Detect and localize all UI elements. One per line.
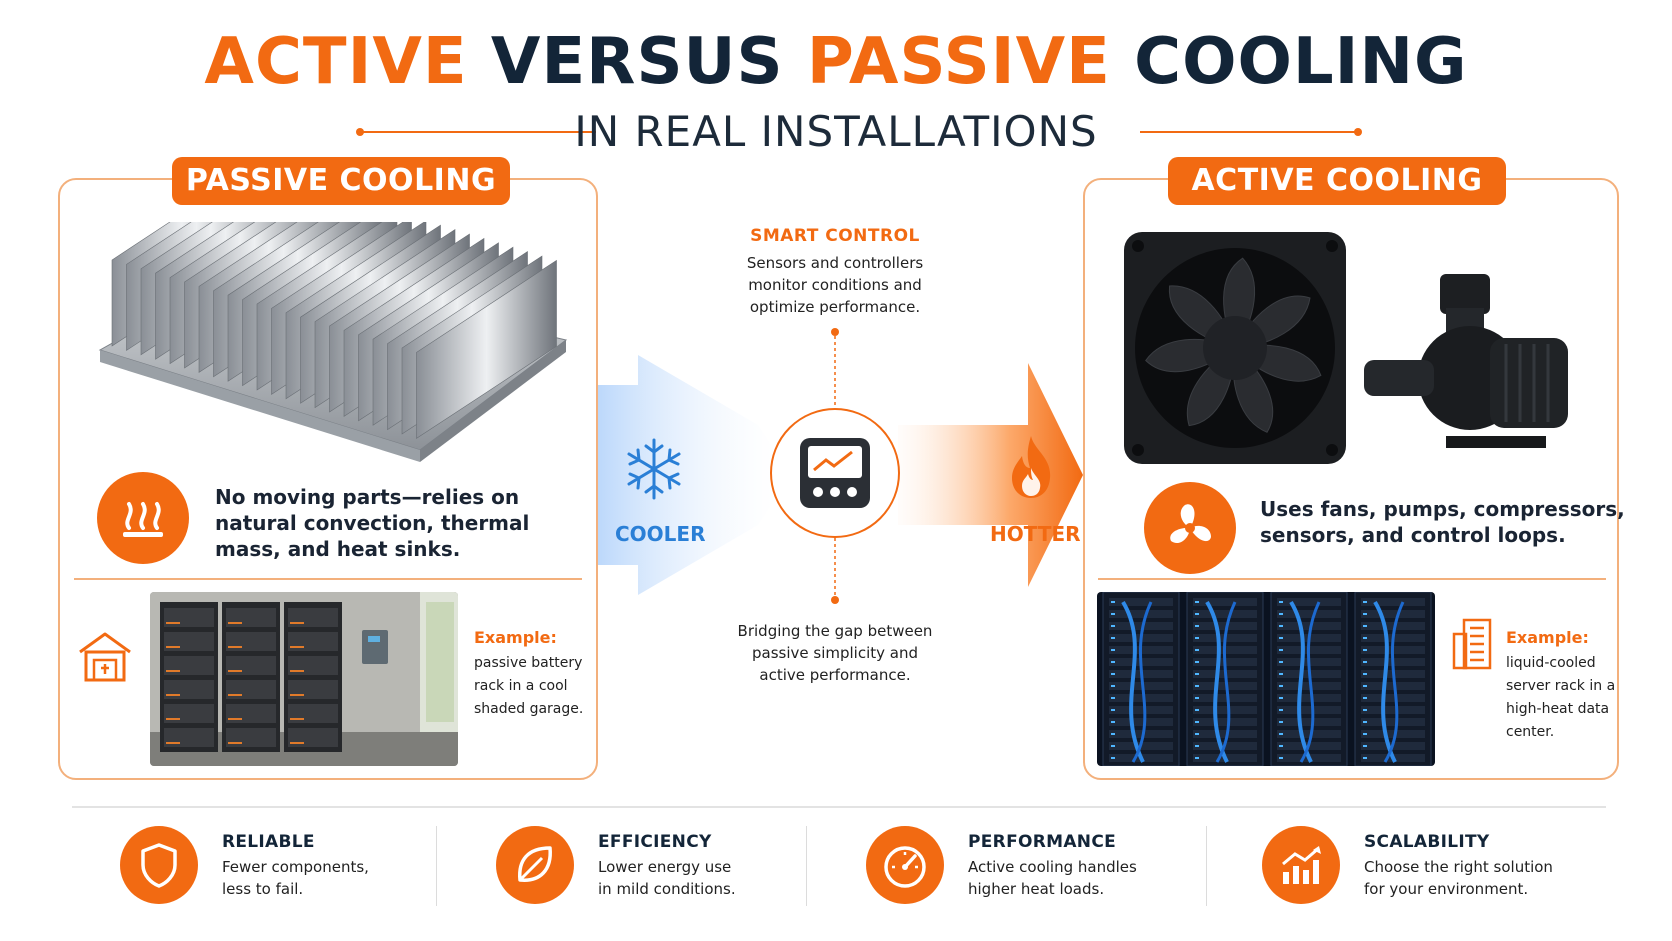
scalability-text: Choose the right solution for your envir…	[1364, 858, 1553, 898]
bridge-block: Bridging the gap between passive simplic…	[710, 620, 960, 686]
title-word-active: ACTIVE	[204, 25, 468, 99]
leaf-icon	[496, 826, 574, 904]
shield-icon	[120, 826, 198, 904]
controller-icon-circle	[770, 408, 900, 538]
server-rack-photo	[1097, 592, 1435, 766]
footer-separator	[436, 826, 437, 906]
active-feature-text: Uses fans, pumps, compressors, sensors, …	[1260, 497, 1625, 547]
garage-icon	[79, 632, 131, 682]
bridge-text: Bridging the gap between passive simplic…	[737, 622, 933, 684]
title-word-passive: PASSIVE	[806, 25, 1111, 99]
gauge-icon	[866, 826, 944, 904]
subtitle-right-line	[1140, 131, 1358, 133]
smart-control-block: SMART CONTROL Sensors and controllers mo…	[710, 226, 960, 318]
reliable-text: Fewer components, less to fail.	[222, 858, 369, 898]
garage-battery-rack-photo	[150, 592, 458, 766]
heat-sink-illustration	[98, 222, 568, 462]
subtitle-left-dot	[356, 128, 364, 136]
passive-cooling-label: PASSIVE COOLING	[172, 157, 510, 205]
footer-item-efficiency: EFFICIENCY Lower energy use in mild cond…	[496, 826, 816, 910]
efficiency-title: EFFICIENCY	[598, 832, 712, 852]
title-word-versus: VERSUS	[490, 25, 784, 99]
fan-icon	[1144, 482, 1236, 574]
subtitle-right-dot	[1354, 128, 1362, 136]
heat-waves-icon	[97, 472, 189, 564]
active-divider	[1098, 578, 1606, 580]
footer-item-performance: PERFORMANCE Active cooling handles highe…	[866, 826, 1186, 910]
passive-feature-text: No moving parts—relies on natural convec…	[215, 485, 530, 561]
efficiency-text: Lower energy use in mild conditions.	[598, 858, 736, 898]
performance-text: Active cooling handles higher heat loads…	[968, 858, 1137, 898]
hotter-label: HOTTER	[990, 522, 1081, 546]
subtitle-row: IN REAL INSTALLATIONS	[0, 102, 1672, 162]
cooler-hotter-arrow	[598, 355, 1083, 595]
scalability-title: SCALABILITY	[1364, 832, 1490, 852]
active-example-title: Example:	[1506, 628, 1589, 647]
footer-separator	[806, 826, 807, 906]
subtitle: IN REAL INSTALLATIONS	[574, 107, 1098, 156]
growth-chart-icon	[1262, 826, 1340, 904]
controller-monitor-icon	[800, 438, 870, 508]
title-word-cooling: COOLING	[1134, 25, 1468, 99]
performance-title: PERFORMANCE	[968, 832, 1117, 852]
footer-item-reliable: RELIABLE Fewer components, less to fail.	[120, 826, 440, 910]
cooling-fan-illustration	[1124, 232, 1346, 464]
cooler-label: COOLER	[615, 522, 706, 546]
snowflake-icon	[627, 438, 681, 500]
footer-separator	[1206, 826, 1207, 906]
footer-divider	[72, 806, 1606, 808]
smart-control-text: Sensors and controllers monitor conditio…	[746, 254, 924, 316]
water-pump-illustration	[1364, 274, 1568, 448]
passive-example-text: passive battery rack in a cool shaded ga…	[474, 655, 584, 717]
building-icon	[1452, 618, 1492, 670]
passive-divider	[74, 578, 582, 580]
reliable-title: RELIABLE	[222, 832, 315, 852]
flame-icon	[1012, 436, 1051, 498]
smart-control-title: SMART CONTROL	[750, 226, 920, 246]
passive-example-title: Example:	[474, 628, 557, 647]
footer-item-scalability: SCALABILITY Choose the right solution fo…	[1262, 826, 1592, 910]
active-cooling-label: ACTIVE COOLING	[1168, 157, 1506, 205]
active-example-text: liquid-cooled server rack in a high-heat…	[1506, 655, 1616, 740]
center-connector	[831, 328, 839, 604]
subtitle-left-line	[362, 131, 596, 133]
main-title: ACTIVE VERSUS PASSIVE COOLING	[0, 22, 1672, 102]
